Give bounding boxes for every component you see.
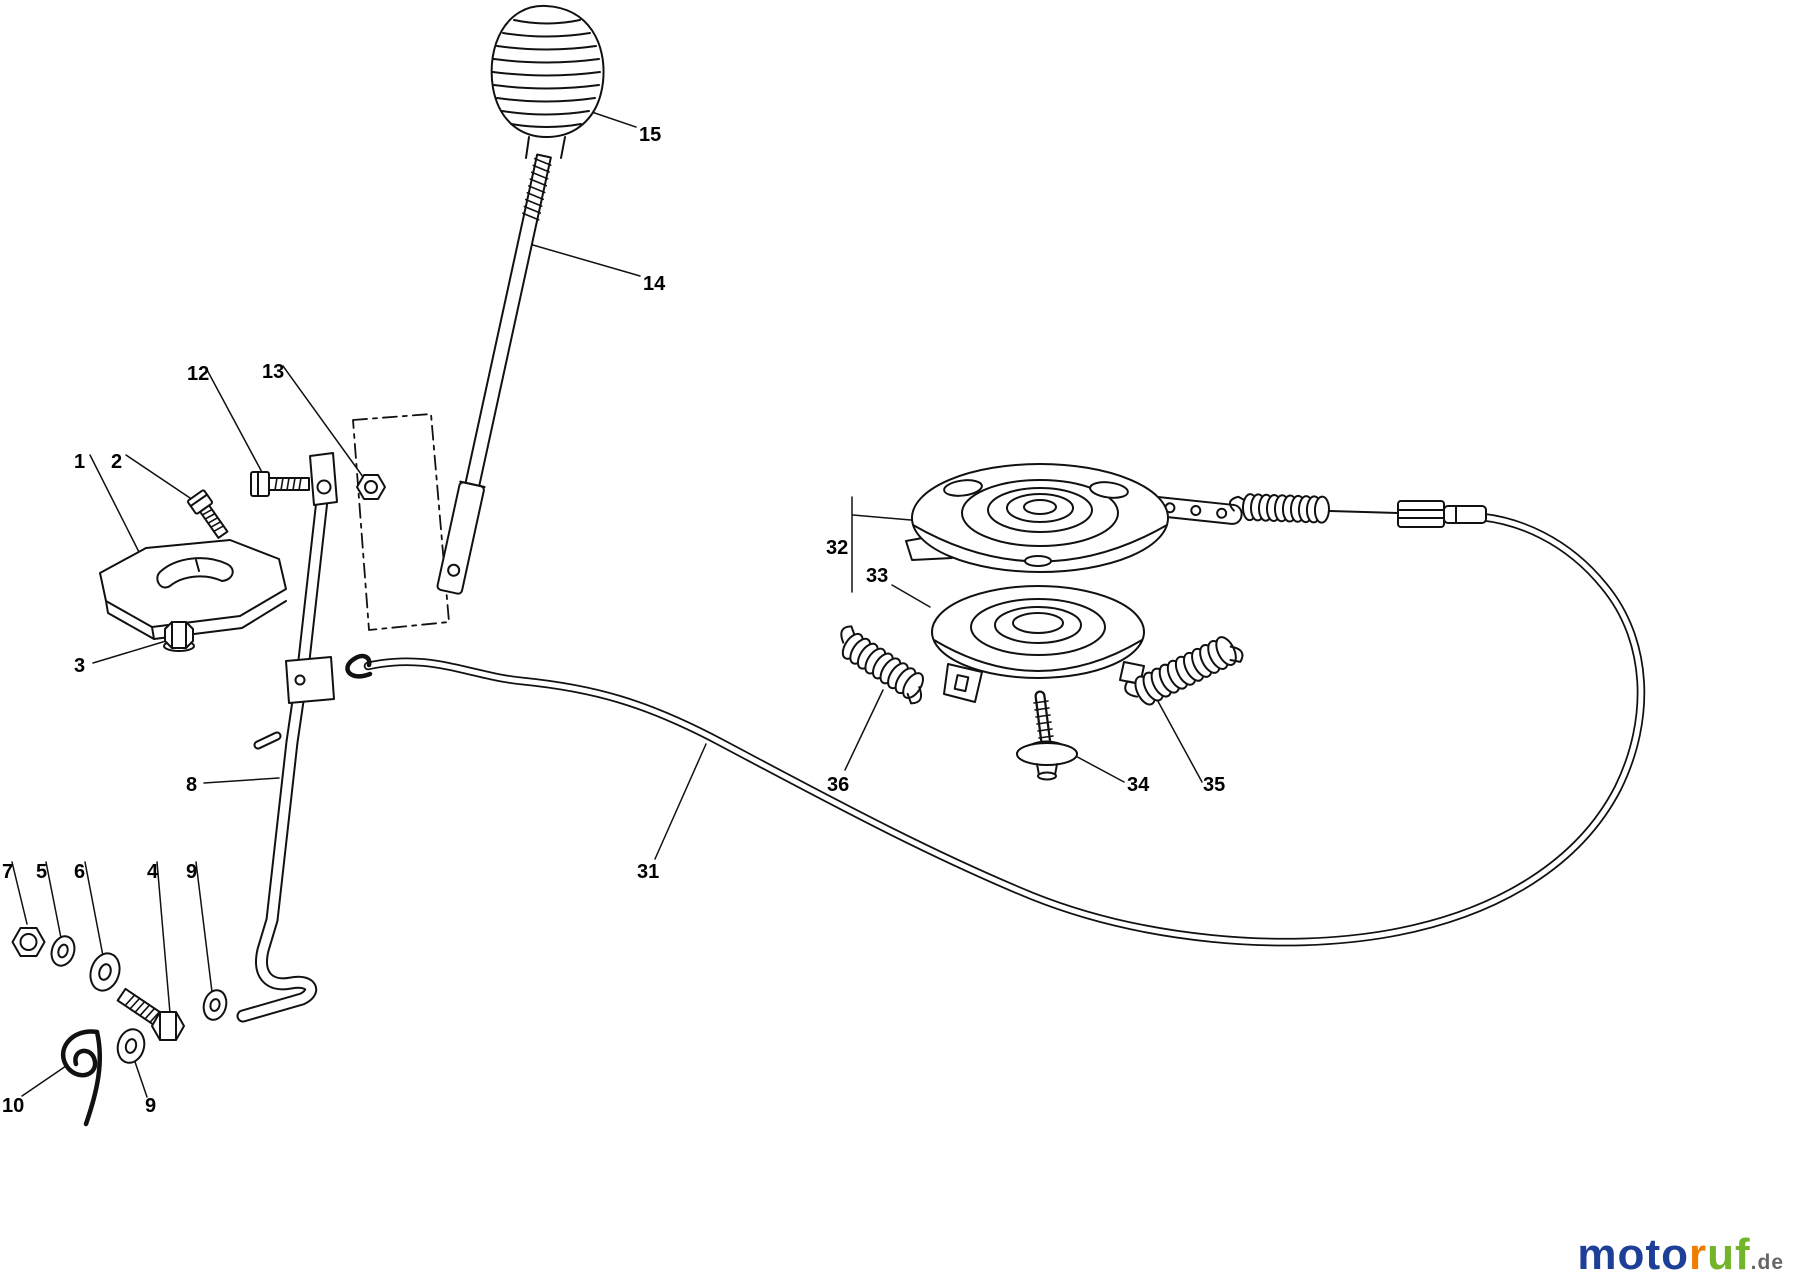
rotor-slot-left (943, 479, 983, 497)
part-label-7: 7 (2, 861, 13, 883)
part-label-12: 12 (187, 363, 209, 385)
rod-top-tab (309, 452, 338, 506)
leader-part-6 (84, 861, 104, 957)
leader-lines (11, 107, 1203, 1098)
leader-part-13 (282, 365, 367, 482)
part-label-13: 13 (262, 361, 284, 383)
brand-letter: u (1707, 1230, 1735, 1279)
nut-13 (356, 474, 386, 500)
tension-spring-36 (840, 625, 924, 705)
part-label-3: 3 (74, 655, 85, 677)
knob-rib (496, 45, 597, 51)
shoulder-bolt-34 (1016, 690, 1078, 781)
part-label-36: 36 (827, 774, 849, 796)
knob-rib (492, 71, 601, 77)
washer-5 (50, 935, 76, 967)
brand-letter: o (1661, 1230, 1689, 1279)
brand-letter: f (1735, 1230, 1751, 1279)
part-label-35: 35 (1203, 774, 1225, 796)
part-labels: 1 2 3 4 5 6 7 8 9 9 10 12 13 14 15 31 32… (2, 124, 1225, 1117)
leader-part-36 (844, 689, 884, 771)
bolt-12 (250, 471, 310, 497)
part-label-15: 15 (639, 124, 661, 146)
cable-z-hook (345, 653, 373, 679)
sleeve-hole (447, 563, 461, 577)
knob-rib (502, 32, 591, 38)
lever-rod-14 (436, 153, 552, 595)
leader-part-8 (203, 777, 280, 784)
washer-9-upper (202, 989, 228, 1021)
washer-6 (89, 952, 121, 992)
knob-rib (493, 84, 600, 90)
knob-rib (510, 123, 582, 128)
washer-9-lower (116, 1028, 146, 1064)
control-rod-8 (236, 452, 338, 1023)
bolt-2 (187, 489, 229, 539)
knob-rib (513, 19, 581, 25)
plate-slot (156, 557, 234, 589)
knob-rib (493, 58, 600, 64)
hub-bore (1023, 499, 1057, 515)
part-label-33: 33 (866, 565, 888, 587)
brand-watermark[interactable]: motoruf.de (1577, 1233, 1784, 1277)
leader-part-10 (21, 1065, 67, 1097)
leader-part-9a (195, 861, 213, 993)
knob-rib (496, 97, 596, 103)
clutch-housing-33 (931, 585, 1145, 703)
rod-sleeve (436, 481, 485, 595)
part-label-34: 34 (1127, 774, 1150, 796)
mount-plate-1 (99, 539, 287, 640)
brand-letter: r (1688, 1230, 1708, 1279)
cable-return-spring (1228, 493, 1330, 524)
part-label-8: 8 (186, 774, 197, 796)
engagement-cable-31 (345, 512, 1646, 947)
hex-nut-7 (11, 927, 46, 957)
leader-part-14 (525, 242, 641, 277)
part-label-6: 6 (74, 861, 85, 883)
part-label-14: 14 (643, 273, 666, 295)
part-label-5: 5 (36, 861, 47, 883)
part-label-10: 10 (2, 1095, 24, 1117)
part-label-9b: 9 (145, 1095, 156, 1117)
rod-tab-hole (316, 479, 332, 495)
grip-knob-15 (490, 4, 605, 159)
leader-part-4 (156, 861, 171, 1014)
brand-letter: t (1645, 1230, 1662, 1279)
leader-part-31 (654, 743, 707, 860)
brand-letter: m (1577, 1230, 1618, 1279)
phantom-outline (352, 413, 450, 631)
part-label-1: 1 (74, 451, 85, 473)
part-label-9a: 9 (186, 861, 197, 883)
flange-nut-3 (163, 621, 195, 652)
leader-part-3 (92, 640, 167, 664)
leader-part-1 (89, 454, 143, 559)
rod-cable-clamp (285, 656, 335, 704)
knob-rib (501, 110, 590, 116)
cable-adjuster-fitting (1397, 500, 1487, 528)
brand-letter: o (1617, 1230, 1646, 1279)
rotor-slot-right (1089, 481, 1129, 499)
leader-part-12 (205, 367, 265, 477)
hex-bolt-4 (116, 987, 185, 1041)
leader-part-9b (132, 1055, 148, 1098)
leader-part-7 (11, 861, 28, 925)
leader-part-35 (1153, 693, 1203, 783)
leader-part-2 (125, 454, 197, 503)
part-label-31: 31 (637, 861, 659, 883)
part-label-2: 2 (111, 451, 122, 473)
tension-spring-35 (1124, 636, 1244, 706)
spring-rod-link (1329, 510, 1401, 514)
part-label-32: 32 (826, 537, 848, 559)
clutch-rotor-32 (905, 463, 1169, 573)
leader-part-33 (891, 584, 931, 608)
rotor-slot-bottom (1024, 555, 1052, 567)
brand-tld: .de (1750, 1251, 1784, 1274)
part-label-4: 4 (147, 861, 159, 883)
cotter-pin-10 (60, 1029, 103, 1127)
leader-part-34 (1069, 752, 1125, 783)
leader-part-5 (45, 861, 62, 939)
